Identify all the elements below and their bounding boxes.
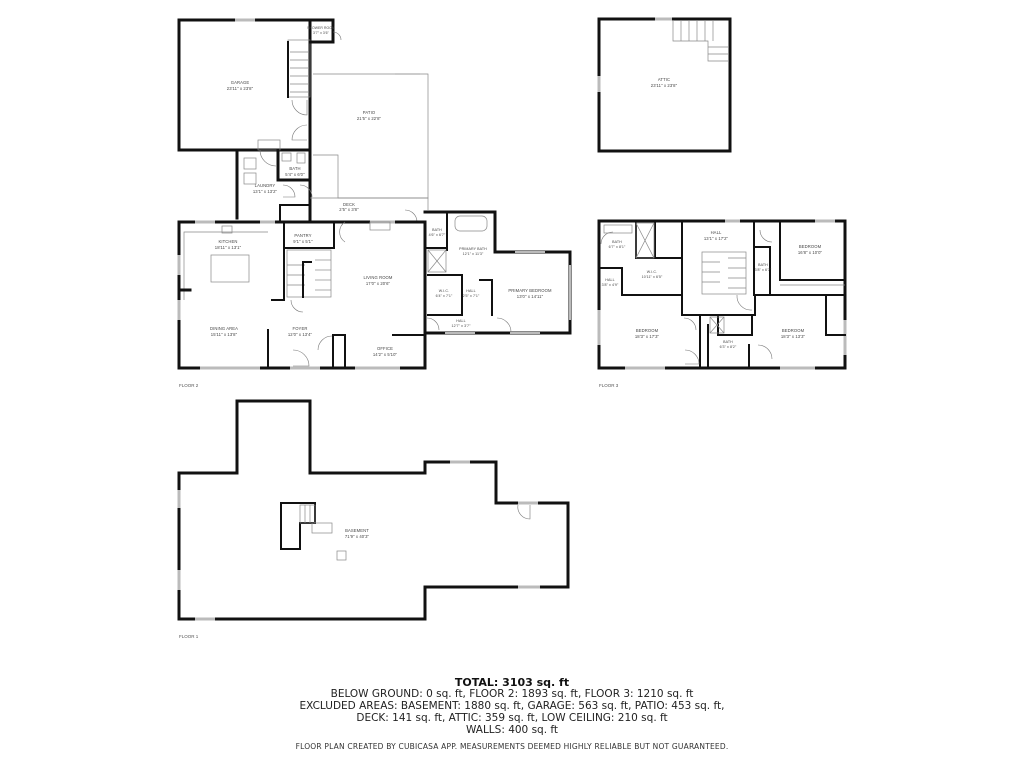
room-dims: 71'9" x 40'3" <box>345 534 370 539</box>
room-label: BEDROOM <box>636 328 659 333</box>
room-label: PANTRY <box>294 233 311 238</box>
room-dims: 4'6" x 6'7" <box>429 233 446 237</box>
room-label: FOYER <box>293 326 308 331</box>
room-label: BASEMENT <box>345 528 369 533</box>
room-label: W.I.C. <box>439 289 449 293</box>
excluded-areas-line: EXCLUDED AREAS: BASEMENT: 1880 sq. ft, G… <box>299 700 725 712</box>
room-dims: 14'2" x 5'10" <box>373 352 398 357</box>
room-label: BATH <box>612 240 622 244</box>
laundry-bath-block <box>235 148 313 224</box>
room-dims: 12'7" x 3'7" <box>452 324 472 328</box>
room-label: BATH <box>432 228 442 232</box>
room-label: W.I.C. <box>647 270 657 274</box>
floor-1-label: FLOOR 1 <box>179 634 199 639</box>
floor-2-label: FLOOR 2 <box>179 383 199 388</box>
room-label: BEDROOM <box>782 328 805 333</box>
room-dims: 3'7" x 3'6" <box>313 31 330 35</box>
room-label: HALL <box>711 230 722 235</box>
room-label: HALL <box>456 319 465 323</box>
attic-plan: ATTIC 23'11" x 23'8" <box>597 17 732 153</box>
total-area: TOTAL: 3103 sq. ft <box>454 676 570 689</box>
room-label: BATH <box>289 166 300 171</box>
walls-area-line: WALLS: 400 sq. ft <box>465 724 559 736</box>
room-dims: 15'11" x 13'8" <box>211 332 238 337</box>
room-label: HALL <box>605 278 614 282</box>
room-label: PRIMARY BATH <box>459 247 487 251</box>
room-dims: 2'5" x 7'1" <box>463 294 480 298</box>
room-dims: 13'1" x 13'2" <box>253 189 278 194</box>
room-label: LIVING ROOM <box>363 275 392 280</box>
room-dims: 5'4" x 6'0" <box>285 172 305 177</box>
room-dims: 23'11" x 23'8" <box>651 83 678 88</box>
room-label: SHOWER ROOM <box>307 26 335 30</box>
room-dims: 2'5" x 3'8" <box>339 207 359 212</box>
room-label: BATH <box>758 263 768 267</box>
room-dims: 6'4" x 7'1" <box>436 294 453 298</box>
excluded-areas-line-cont: DECK: 141 sq. ft, ATTIC: 359 sq. ft, LOW… <box>356 712 668 724</box>
room-label: HALL <box>466 289 475 293</box>
room-dims: 3'8" x 6'7" <box>755 268 772 272</box>
primary-suite <box>423 210 572 335</box>
room-label: BATH <box>723 340 733 344</box>
room-dims: 3'8" x 4'9" <box>602 283 619 287</box>
room-dims: 9'1" x 5'1" <box>293 239 313 244</box>
room-dims: 13'1" x 17'2" <box>704 236 729 241</box>
room-label: DECK <box>343 202 355 207</box>
room-dims: 23'11" x 23'8" <box>227 86 254 91</box>
disclaimer: FLOOR PLAN CREATED BY CUBICASA APP. MEAS… <box>295 742 729 751</box>
floor-3-plan: FLOOR 3 BATH 6'7" x 8'1" HALL 13'1" x 17… <box>597 219 847 388</box>
room-label: LAUNDRY <box>255 183 276 188</box>
room-dims: 17'0" x 20'6" <box>366 281 391 286</box>
room-label: GARAGE <box>231 80 250 85</box>
floor-3-label: FLOOR 3 <box>599 383 619 388</box>
room-dims: 18'11" x 13'1" <box>215 245 242 250</box>
room-label: PATIO <box>363 110 376 115</box>
room-label: ATTIC <box>658 77 670 82</box>
room-dims: 12'0" x 13'4" <box>288 332 313 337</box>
room-dims: 10'11" x 6'5" <box>642 275 663 279</box>
room-dims: 6'3" x 8'2" <box>720 345 737 349</box>
garage <box>177 18 312 152</box>
room-dims: 18'3" x 13'3" <box>781 334 806 339</box>
room-dims: 13'0" x 14'11" <box>517 294 544 299</box>
room-dims: 6'7" x 8'1" <box>609 245 626 249</box>
room-label: BEDROOM <box>799 244 822 249</box>
patio <box>313 73 429 199</box>
room-label: DINING AREA <box>210 326 238 331</box>
room-label: OFFICE <box>377 346 393 351</box>
floor-2-plan: FLOOR 2 GARAGE 23'11" x 23'8" SHOWER ROO… <box>177 18 572 388</box>
floor-1-plan: FLOOR 1 BASEMENT 71'9" x 40'3" <box>177 399 570 639</box>
room-dims: 16'8" x 10'0" <box>798 250 823 255</box>
room-dims: 21'5" x 22'8" <box>357 116 382 121</box>
room-label: PRIMARY BEDROOM <box>508 288 552 293</box>
main-floor-2 <box>177 220 427 370</box>
area-breakdown-line: BELOW GROUND: 0 sq. ft, FLOOR 2: 1893 sq… <box>330 688 694 700</box>
room-dims: 12'1" x 11'3" <box>463 252 484 256</box>
room-label: KITCHEN <box>218 239 237 244</box>
room-dims: 18'3" x 17'3" <box>635 334 660 339</box>
